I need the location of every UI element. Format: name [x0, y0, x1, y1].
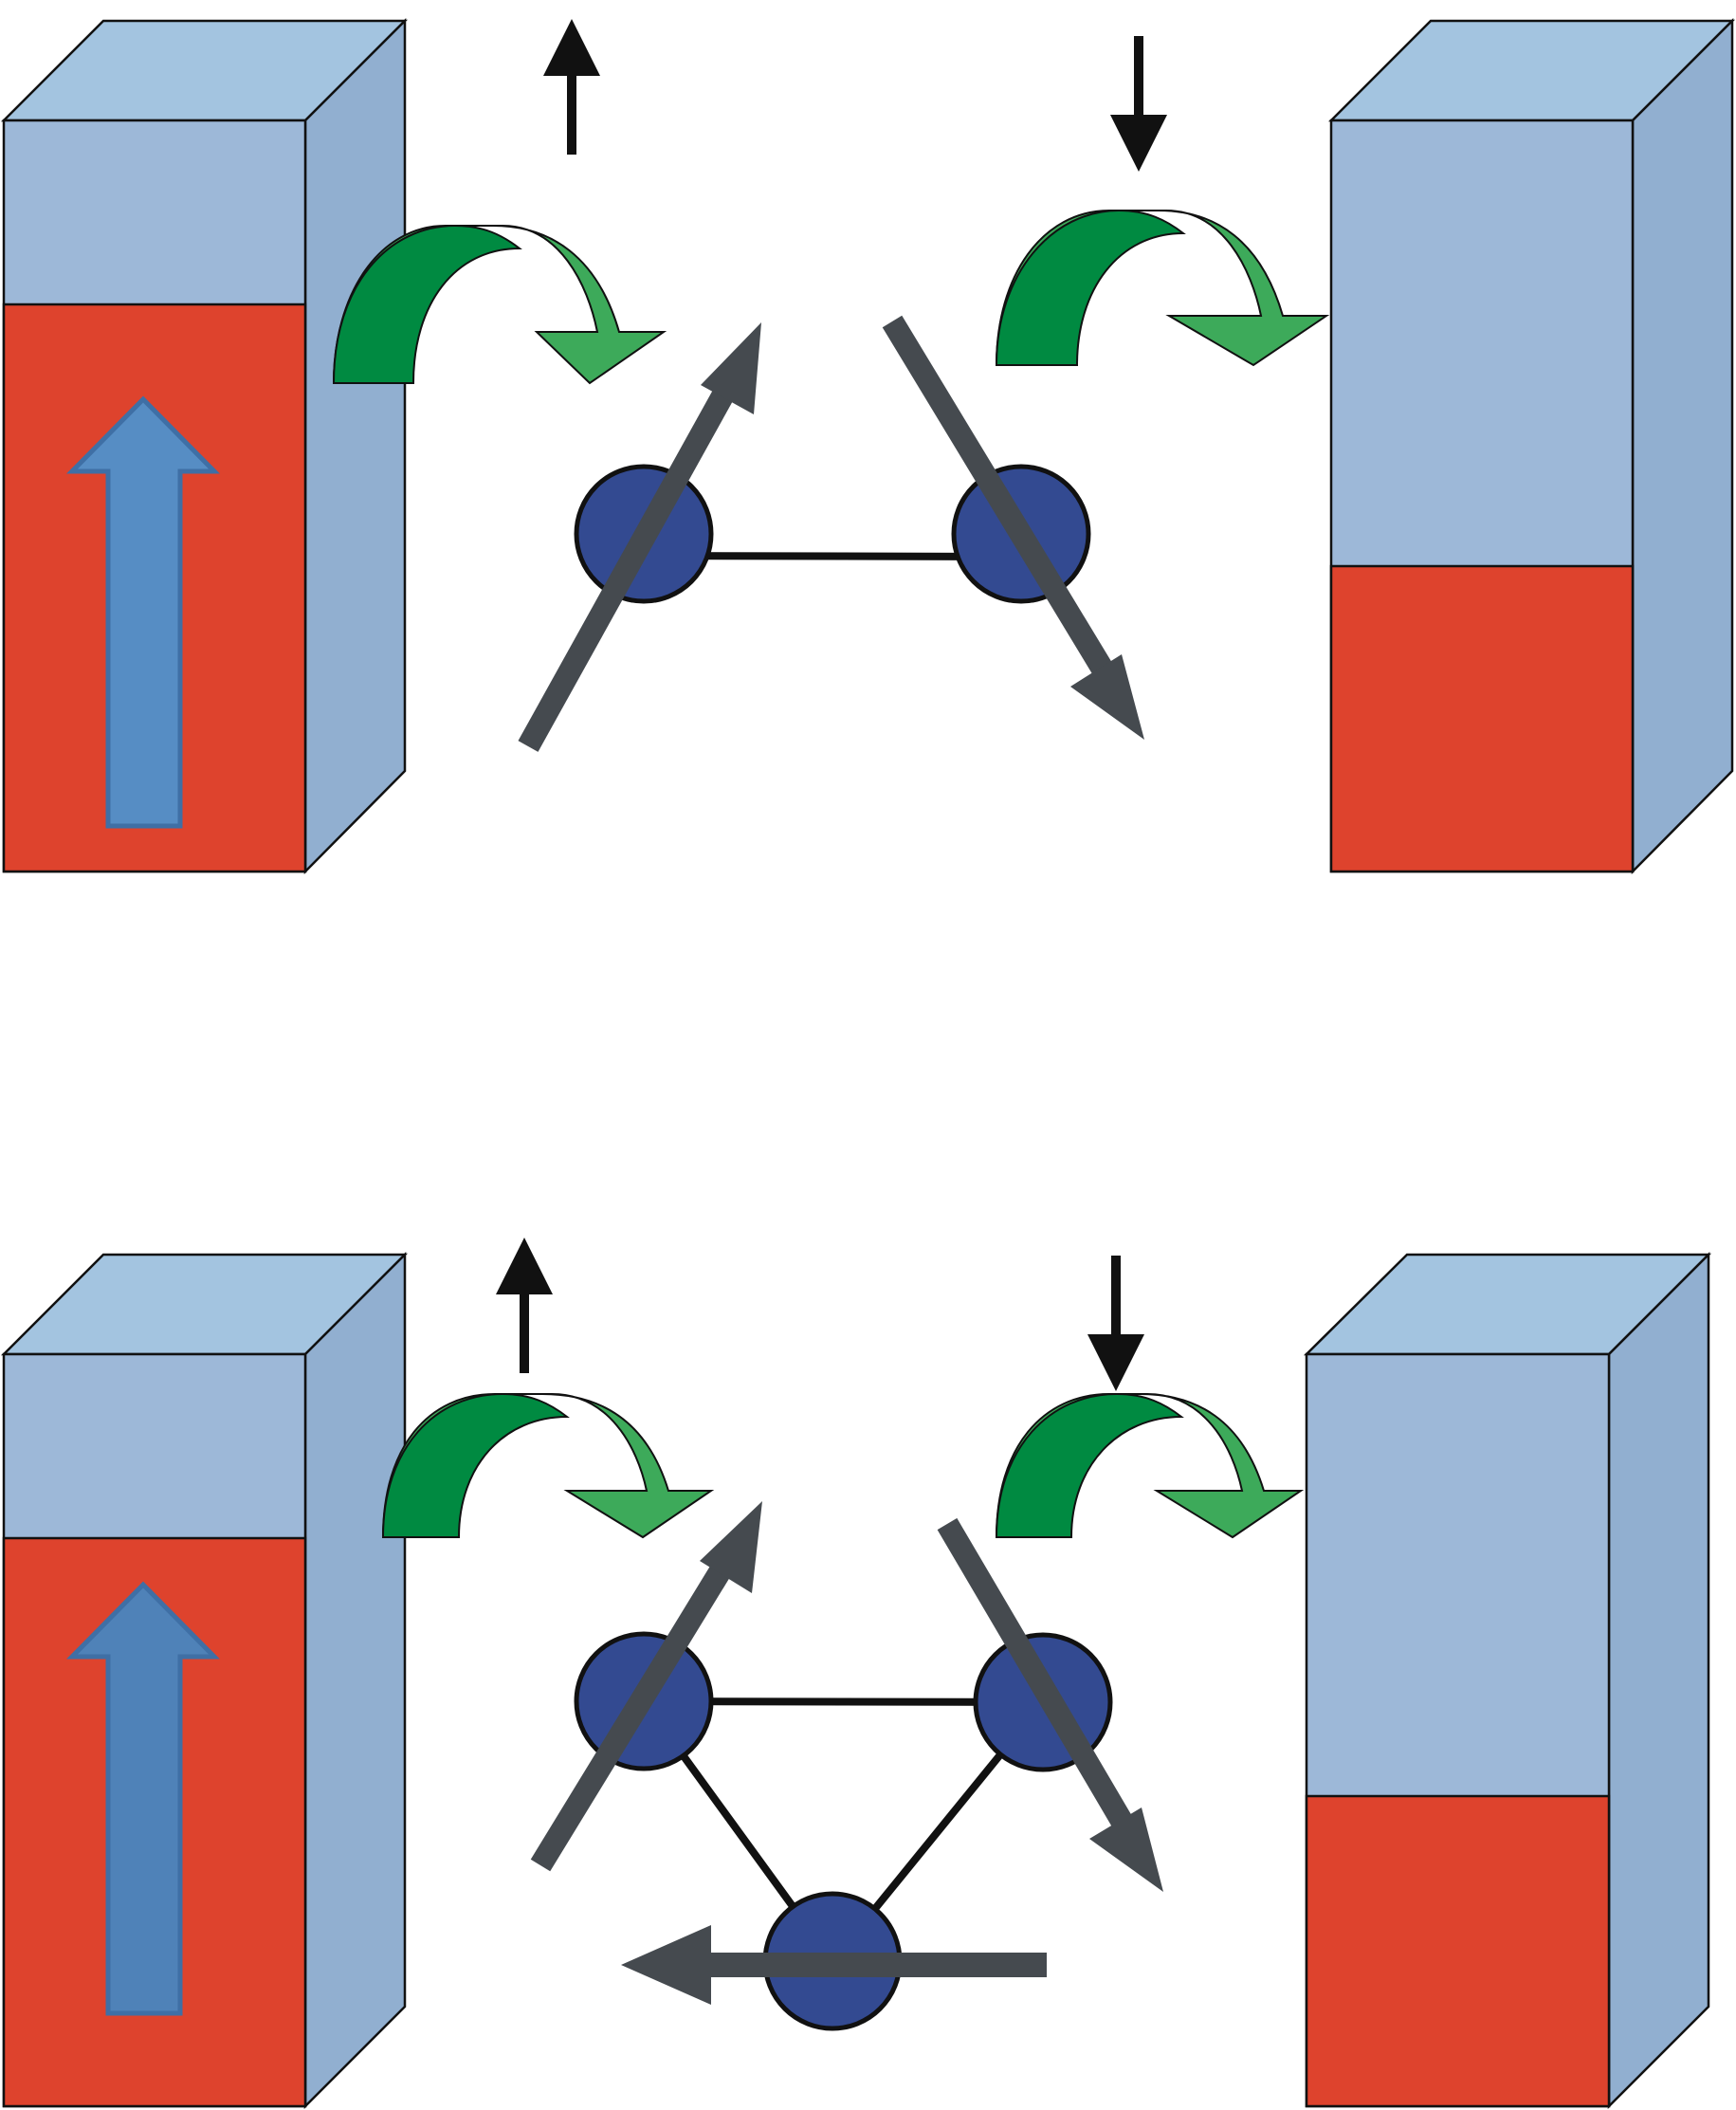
hop-arrow-shade — [995, 209, 1186, 366]
right-electrode — [1327, 17, 1736, 875]
left-electrode — [0, 1251, 409, 2110]
majority-spin-up-arrow — [66, 395, 220, 829]
right-electrode-side-face — [1607, 1251, 1710, 2110]
site-moment-arrow — [937, 1517, 1163, 1892]
hop-arrow-shade — [381, 1392, 570, 1538]
hop-arrow-left-to-molecule — [381, 1392, 715, 1539]
site-moment-arrow — [882, 315, 1144, 740]
site-moment-arrow — [530, 1501, 762, 1872]
left-electrode-side-face — [303, 1251, 407, 2110]
left-electrode-side-face — [303, 17, 407, 875]
hop-arrow-molecule-to-right — [995, 209, 1330, 367]
hop-arrow-molecule-to-right — [995, 1392, 1305, 1539]
right-electrode-filled-band — [1329, 564, 1635, 873]
hop-arrow-shade — [332, 224, 522, 384]
site-moment-arrow — [621, 1925, 1047, 2005]
site-moment-arrow — [518, 322, 761, 752]
left-electrode — [0, 17, 409, 875]
right-electrode-side-face — [1631, 17, 1734, 875]
panel-three-site — [0, 1238, 1712, 2110]
panel-two-site — [0, 17, 1736, 875]
right-electrode-filled-band — [1305, 1794, 1611, 2108]
hop-arrow-shade — [995, 1392, 1184, 1538]
majority-spin-up-arrow — [66, 1581, 220, 2016]
hop-arrow-left-to-molecule — [332, 224, 667, 385]
right-electrode — [1303, 1251, 1712, 2110]
